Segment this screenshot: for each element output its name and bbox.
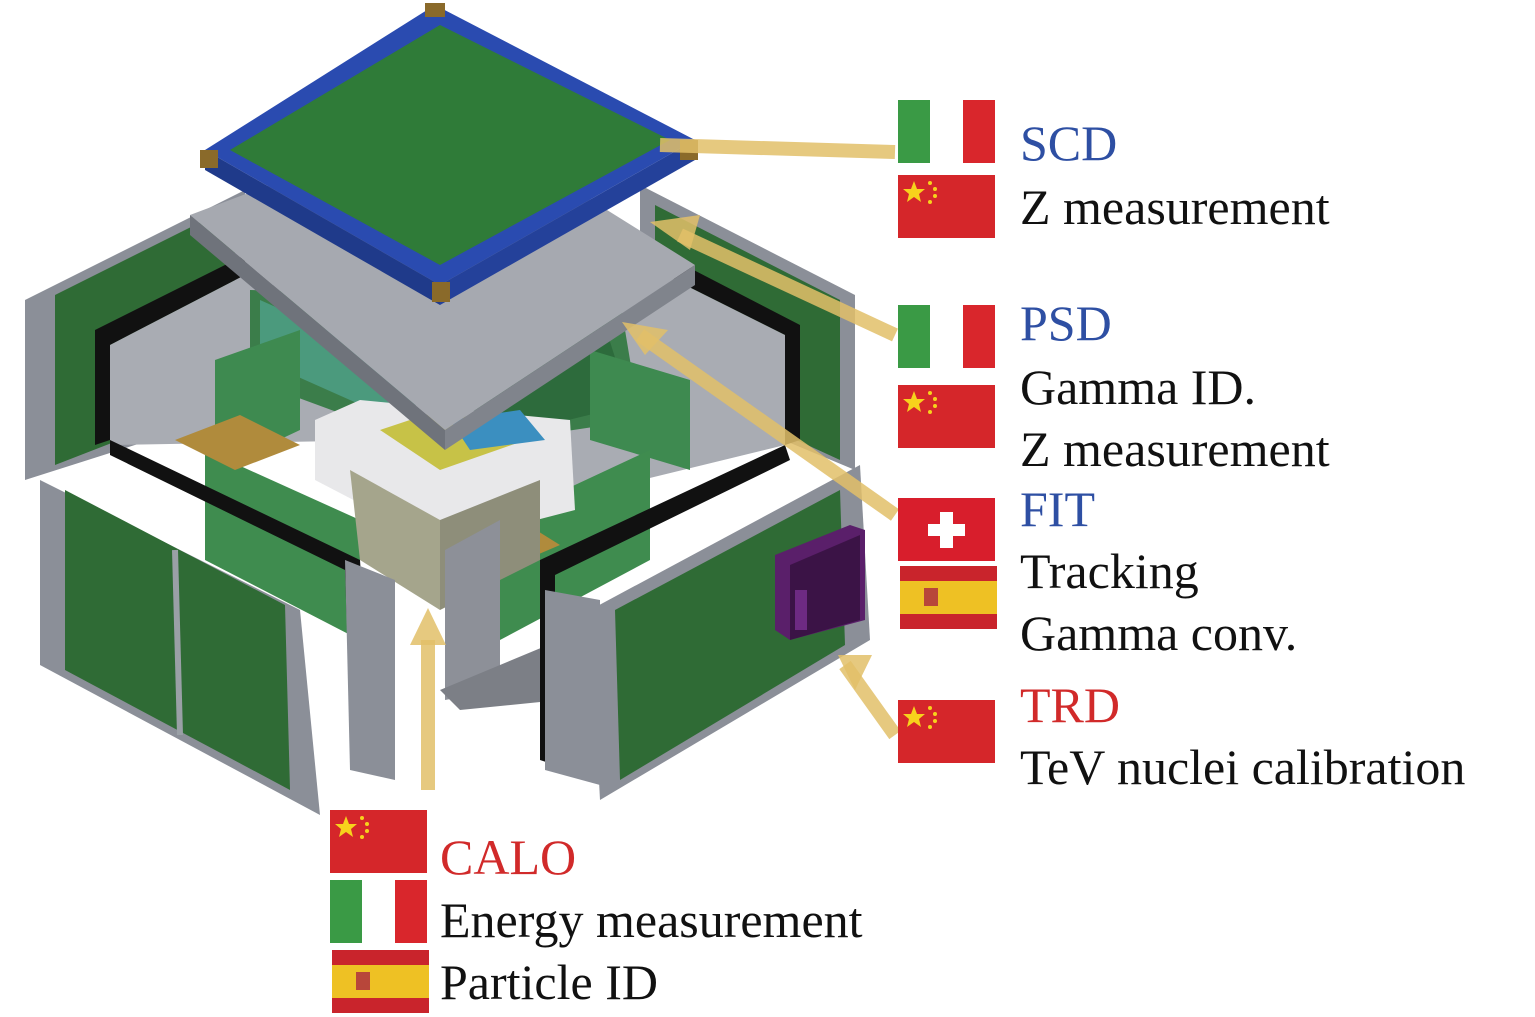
psd-arrow bbox=[677, 228, 898, 342]
psd-description-1: Gamma ID. bbox=[1020, 359, 1257, 415]
calo-description-1: Energy measurement bbox=[440, 892, 863, 948]
calo-china-flag-icon bbox=[330, 810, 427, 873]
trd-description: TeV nuclei calibration bbox=[1020, 739, 1466, 795]
psd-italy-flag-icon bbox=[898, 305, 995, 368]
trd-title: TRD bbox=[1020, 677, 1120, 733]
fit-description-2: Gamma conv. bbox=[1020, 605, 1298, 661]
calo-italy-flag-icon bbox=[330, 880, 427, 943]
scd-description: Z measurement bbox=[1020, 179, 1330, 235]
front-left-panel bbox=[40, 440, 395, 815]
calo-description-2: Particle ID bbox=[440, 954, 658, 1010]
trd-box bbox=[775, 525, 865, 640]
psd-title: PSD bbox=[1020, 295, 1112, 351]
scd-title: SCD bbox=[1020, 115, 1118, 171]
psd-china-flag-icon bbox=[898, 385, 995, 448]
fit-arrow bbox=[635, 329, 900, 521]
scd-china-flag-icon bbox=[898, 175, 995, 238]
fit-switzerland-flag-icon bbox=[898, 498, 995, 561]
psd-description-2: Z measurement bbox=[1020, 421, 1330, 477]
fit-description-1: Tracking bbox=[1020, 543, 1199, 599]
fit-title: FIT bbox=[1020, 481, 1095, 537]
pointer-arrows bbox=[421, 138, 901, 790]
scd-arrow bbox=[659, 138, 896, 159]
calo-spain-flag-icon bbox=[332, 950, 429, 1013]
arrow-heads bbox=[410, 215, 872, 690]
trd-china-flag-icon bbox=[898, 700, 995, 763]
scd-italy-flag-icon bbox=[898, 100, 995, 163]
fit-spain-flag-icon bbox=[900, 566, 997, 629]
scd-plate bbox=[200, 3, 698, 305]
calo-title: CALO bbox=[440, 829, 577, 885]
